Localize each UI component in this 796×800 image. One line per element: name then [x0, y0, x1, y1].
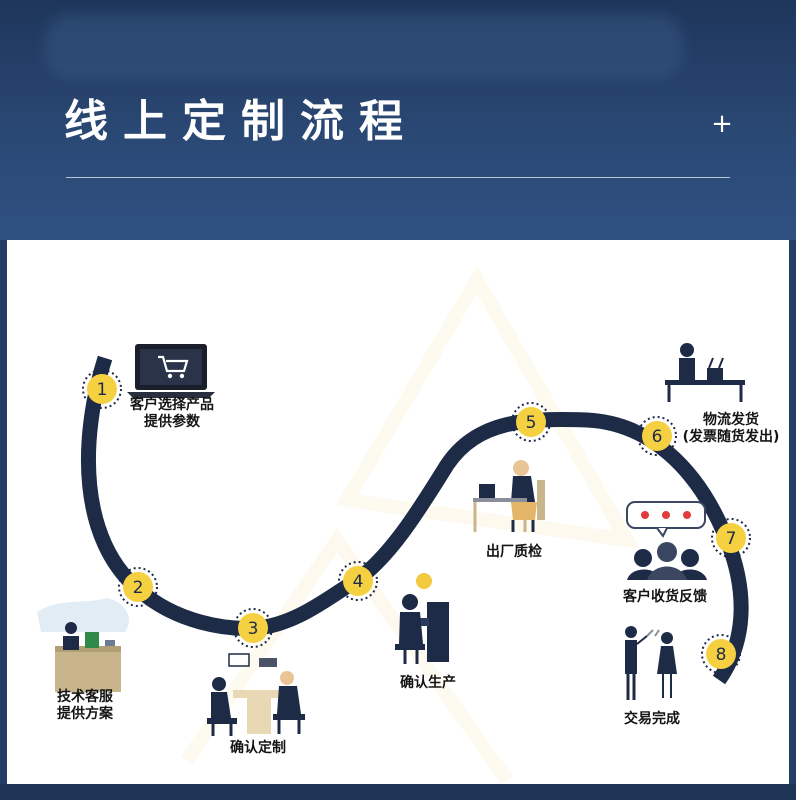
step-label-1-line-2: 提供参数 — [144, 414, 200, 430]
process-panel: 1 2 3 4 5 6 7 — [7, 240, 789, 784]
support-desk-icon — [37, 598, 129, 692]
step-label-8-line-1: 交易完成 — [624, 711, 680, 727]
step-marker-7: 7 — [711, 518, 751, 558]
customer-feedback-icon — [626, 501, 707, 580]
step-label-3-line-1: 确认定制 — [230, 740, 286, 756]
celebration-icon — [625, 626, 677, 700]
step-label-4-line-1: 确认生产 — [400, 675, 456, 691]
step-number-7: 7 — [726, 529, 737, 549]
step-number-8: 8 — [716, 645, 727, 665]
step-label-8: 交易完成 — [607, 711, 697, 728]
step-marker-5: 5 — [511, 402, 551, 442]
step-label-1-line-1: 客户选择产品 — [130, 397, 214, 413]
step-marker-1: 1 — [82, 369, 122, 409]
header-banner: 线上定制流程 + — [0, 0, 796, 240]
page-title: 线上定制流程 — [64, 96, 418, 147]
step-label-7: 客户收货反馈 — [609, 589, 721, 606]
step-label-2-line-1: 技术客服 — [57, 689, 113, 705]
bottom-bar — [0, 784, 796, 800]
step-marker-3: 3 — [233, 608, 273, 648]
step-label-7-line-1: 客户收货反馈 — [623, 589, 707, 605]
step-label-4: 确认生产 — [383, 675, 473, 692]
plus-icon[interactable]: + — [711, 109, 733, 139]
step-label-5-line-1: 出厂质检 — [486, 544, 542, 560]
step-label-6-line-2: (发票随货发出) — [682, 429, 780, 445]
inspector-desk-icon — [473, 460, 545, 532]
step-marker-2: 2 — [118, 567, 158, 607]
step-number-1: 1 — [97, 380, 108, 400]
step-label-2: 技术客服 提供方案 — [45, 689, 125, 723]
step-label-6: 物流发货 (发票随货发出) — [675, 412, 787, 446]
step-number-3: 3 — [248, 619, 259, 639]
step-number-6: 6 — [652, 427, 663, 447]
shipping-counter-icon — [665, 343, 745, 402]
header-glow — [44, 14, 684, 80]
step-marker-6: 6 — [637, 416, 677, 456]
step-marker-4: 4 — [338, 561, 378, 601]
step-marker-8: 8 — [701, 634, 741, 674]
process-diagram: 1 2 3 4 5 6 7 — [37, 266, 751, 784]
watermark — [181, 266, 641, 784]
step-label-1: 客户选择产品 提供参数 — [122, 397, 222, 431]
step-label-3: 确认定制 — [213, 740, 303, 757]
step-number-4: 4 — [353, 572, 364, 592]
header-divider — [66, 177, 730, 178]
worker-computer-icon — [395, 573, 449, 664]
laptop-cart-icon — [127, 344, 215, 398]
step-label-2-line-2: 提供方案 — [57, 706, 113, 722]
step-label-6-line-1: 物流发货 — [703, 412, 759, 428]
step-number-2: 2 — [133, 578, 144, 598]
step-number-5: 5 — [526, 413, 537, 433]
meeting-icon — [207, 653, 305, 736]
step-label-5: 出厂质检 — [469, 544, 559, 561]
